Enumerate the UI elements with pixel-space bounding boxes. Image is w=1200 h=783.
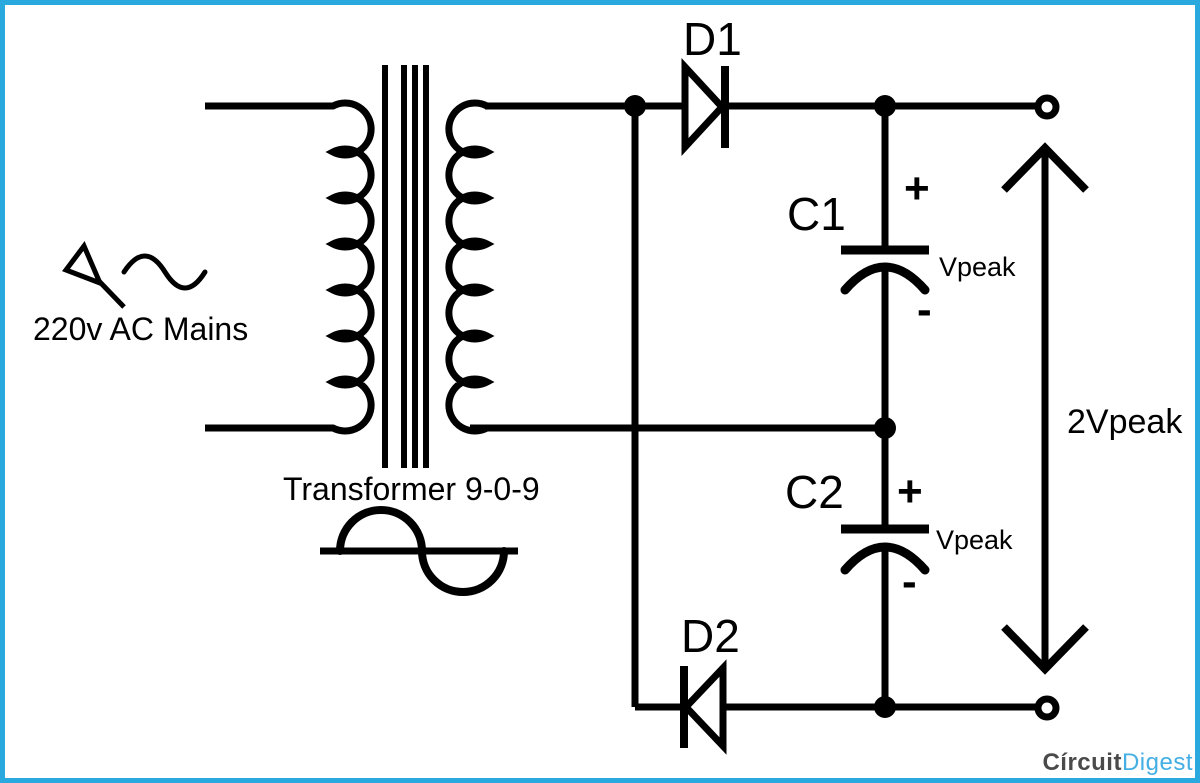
c2-label: C2 bbox=[785, 466, 844, 518]
c2-curved-plate bbox=[840, 542, 930, 575]
junction-dot bbox=[874, 95, 896, 117]
junction-dot bbox=[874, 696, 896, 718]
ac-source-icon bbox=[62, 241, 208, 309]
output-terminal-bottom bbox=[1034, 695, 1060, 721]
secondary-coil bbox=[445, 99, 495, 435]
junction-dot bbox=[624, 95, 646, 117]
ac-source-label: 220v AC Mains bbox=[33, 311, 248, 347]
primary-coil bbox=[205, 99, 375, 435]
diode-d2-symbol bbox=[680, 659, 727, 755]
logo-digest-part: Digest bbox=[1122, 749, 1193, 776]
c2-minus-sign: - bbox=[902, 557, 917, 606]
d1-label: D1 bbox=[683, 13, 742, 65]
c1-minus-sign: - bbox=[917, 285, 932, 334]
d2-label: D2 bbox=[681, 610, 740, 662]
arrow-head-down-icon bbox=[1001, 624, 1089, 675]
diode-d1-symbol bbox=[681, 58, 729, 156]
arrow-head-up-icon bbox=[1001, 142, 1089, 193]
capacitor-c2-symbol bbox=[840, 524, 930, 575]
source-triangle bbox=[62, 241, 105, 288]
output-terminal-top bbox=[1034, 94, 1060, 120]
transformer-symbol bbox=[205, 65, 495, 468]
sine-curve bbox=[336, 506, 508, 596]
c2-plus-sign: + bbox=[897, 467, 923, 516]
circuitdigest-logo: CírcuitDigest bbox=[1042, 749, 1193, 776]
c1-plus-sign: + bbox=[904, 164, 930, 213]
source-tilde bbox=[121, 253, 208, 291]
junction-dots bbox=[624, 95, 896, 718]
d2-triangle bbox=[681, 659, 727, 755]
transformer-label: Transformer 9-0-9 bbox=[283, 471, 540, 507]
wires bbox=[470, 102, 1036, 711]
junction-dot bbox=[874, 417, 896, 439]
c1-curved-plate bbox=[840, 262, 930, 295]
logo-circuit-part: Círcuit bbox=[1042, 749, 1122, 776]
core-lines bbox=[382, 65, 429, 468]
voltage-arrow bbox=[1001, 142, 1089, 675]
c1-label: C1 bbox=[787, 188, 846, 240]
c1-vpeak-label: Vpeak bbox=[939, 252, 1016, 282]
c2-vpeak-label: Vpeak bbox=[936, 525, 1013, 555]
output-voltage-label: 2Vpeak bbox=[1067, 403, 1183, 441]
d1-triangle bbox=[681, 58, 727, 156]
sine-wave-symbol bbox=[320, 506, 518, 596]
source-tail bbox=[95, 277, 126, 309]
capacitor-c1-symbol bbox=[840, 245, 930, 295]
